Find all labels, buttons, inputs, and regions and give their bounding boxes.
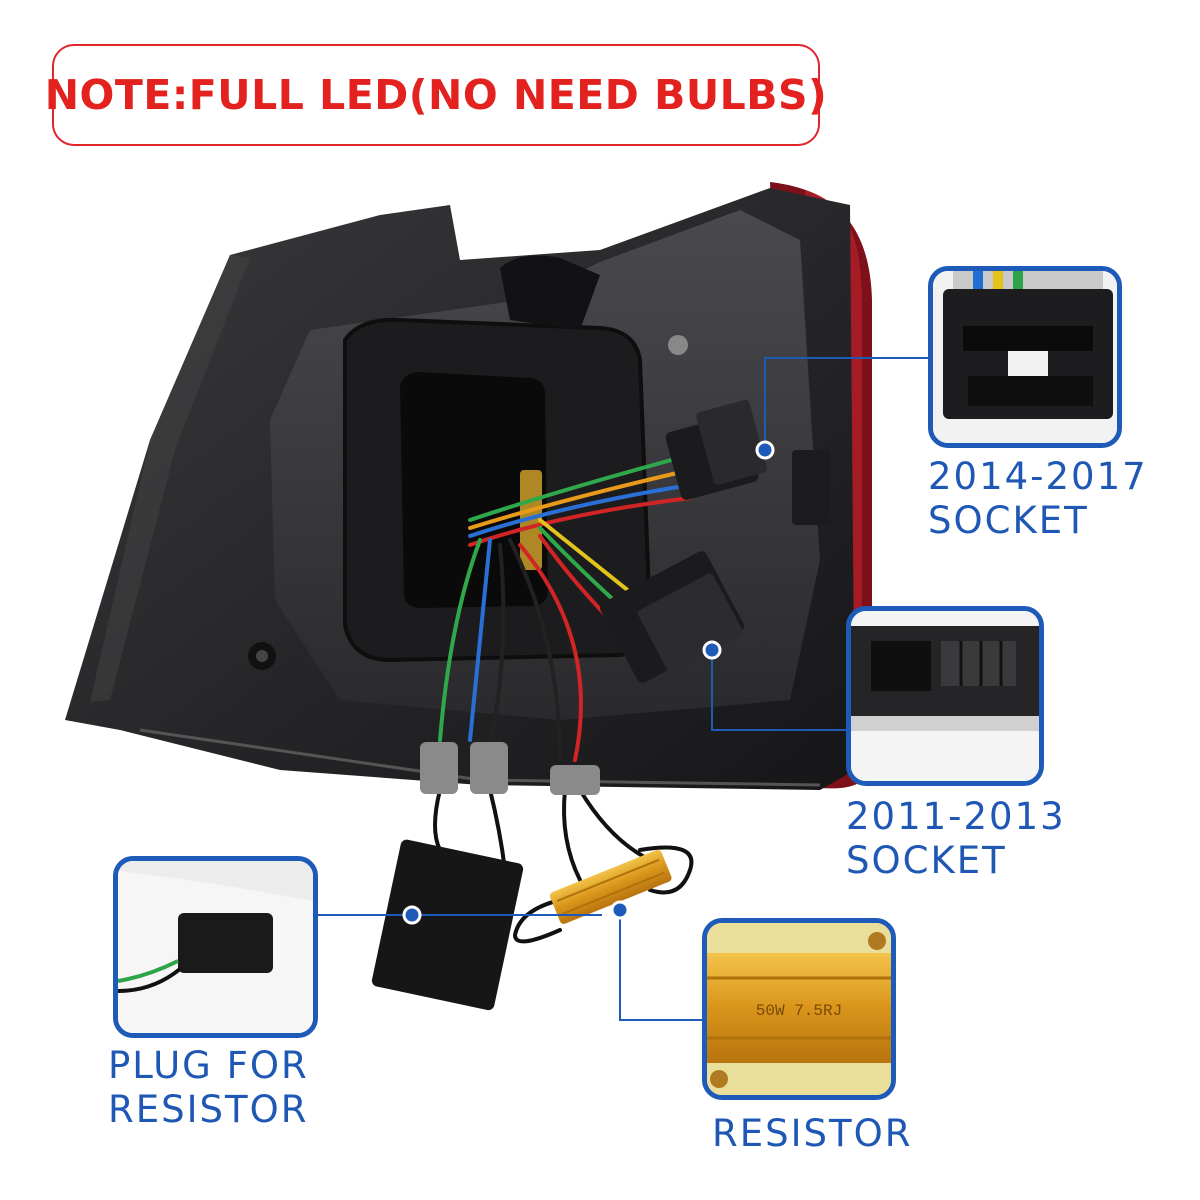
note-text: NOTE:FULL LED(NO NEED BULBS) (44, 71, 828, 119)
plug-module (371, 839, 524, 1011)
callout-dots (402, 440, 775, 925)
socket-2014-2017-image (933, 271, 1117, 443)
callout-plug-for-resistor (113, 856, 318, 1038)
resistor-image: 50W 7.5RJ (707, 923, 891, 1095)
waterproof-connectors (420, 742, 600, 795)
callout-resistor: 50W 7.5RJ (702, 918, 896, 1100)
label-2014-2017-socket: 2014-2017 SOCKET (928, 455, 1148, 543)
callout-2014-2017-socket (928, 266, 1122, 448)
note-banner: NOTE:FULL LED(NO NEED BULBS) (45, 44, 827, 146)
callout-leader-lines (318, 357, 930, 1021)
label-resistor: RESISTOR (712, 1112, 912, 1156)
resistor-part (549, 849, 672, 924)
connector-2014-2017 (665, 399, 767, 500)
label-2014-2017-line2: SOCKET (928, 499, 1089, 542)
label-plug-line1: PLUG FOR (108, 1044, 309, 1087)
label-2014-2017-line1: 2014-2017 (928, 455, 1148, 498)
label-plug-line2: RESISTOR (108, 1088, 309, 1131)
tail-light-housing (65, 182, 872, 790)
label-plug-for-resistor: PLUG FOR RESISTOR (108, 1044, 309, 1132)
label-2011-2013-line1: 2011-2013 (846, 795, 1066, 838)
callout-2011-2013-socket (846, 606, 1044, 786)
plug-image (118, 861, 313, 1033)
label-2011-2013-line2: SOCKET (846, 839, 1007, 882)
socket-bracket (792, 450, 830, 525)
label-resistor-line1: RESISTOR (712, 1112, 913, 1155)
socket-2011-2013-image (851, 611, 1039, 781)
label-2011-2013-socket: 2011-2013 SOCKET (846, 795, 1066, 883)
resistor-marking: 50W 7.5RJ (756, 1002, 842, 1020)
